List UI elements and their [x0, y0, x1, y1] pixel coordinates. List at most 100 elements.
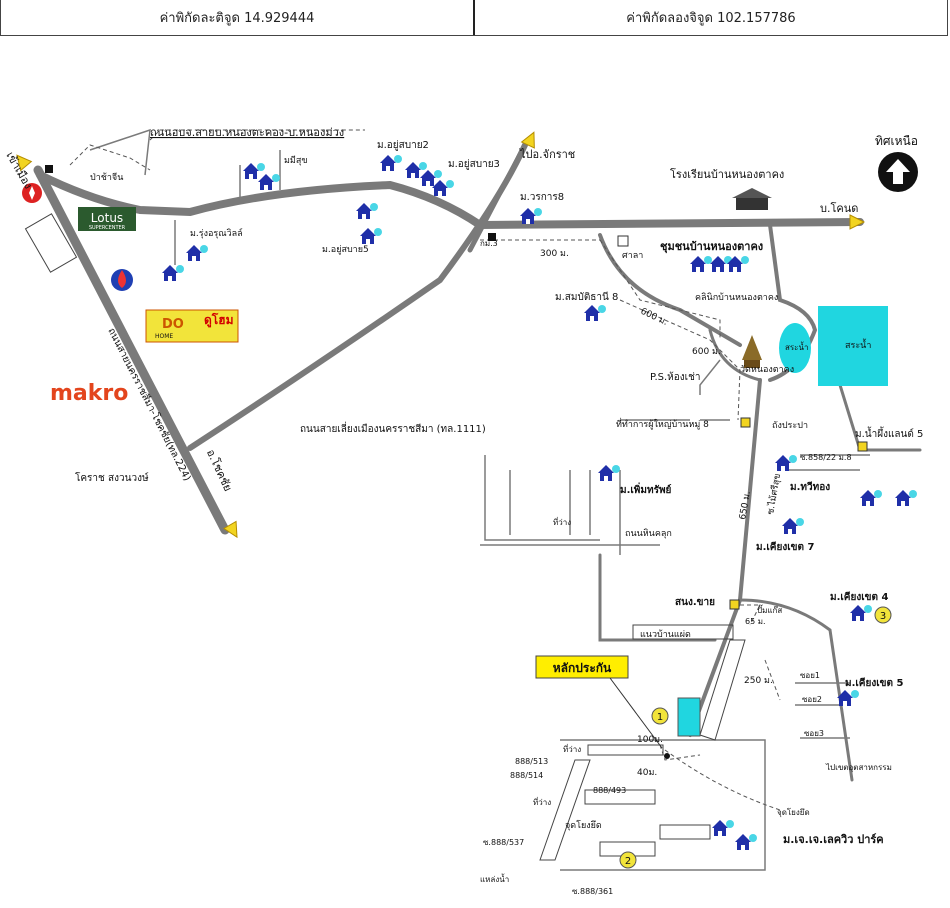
makro-logo: makro [50, 381, 128, 406]
svg-text:65 ม.: 65 ม. [745, 617, 766, 626]
svg-text:ที่ว่าง: ที่ว่าง [553, 516, 571, 527]
coordinate-header: ค่าพิกัดละติจูด 14.929444 ค่าพิกัดลองจิจ… [0, 0, 948, 36]
svg-text:1: 1 [657, 712, 663, 723]
caltex-icon [22, 183, 42, 203]
svg-text:ทิศเหนือ: ทิศเหนือ [875, 134, 918, 148]
svg-text:ม.ทวีทอง: ม.ทวีทอง [790, 481, 830, 493]
sala-icon [617, 235, 629, 247]
marker-2: 2 [619, 851, 637, 869]
svg-text:300 ม.: 300 ม. [540, 249, 569, 259]
arrow-to-khon [849, 214, 865, 230]
svg-text:ม.เคียงเขต 4: ม.เคียงเขต 4 [830, 591, 888, 603]
temple-icon [742, 335, 762, 368]
dohome-logo: DO HOME ดูโฮม [145, 309, 239, 343]
svg-text:HOME: HOME [155, 333, 173, 340]
top-road [36, 171, 864, 230]
svg-text:ถังประปา: ถังประปา [772, 421, 808, 431]
bus-stop-icons [45, 165, 496, 241]
svg-text:แหล่งน้ำ: แหล่งน้ำ [480, 873, 509, 884]
svg-text:ที่ว่าง: ที่ว่าง [533, 796, 551, 807]
svg-text:ม.น้ำผึ้งแลนด์ 5: ม.น้ำผึ้งแลนด์ 5 [855, 426, 923, 440]
svg-text:ป่าช้าจีน: ป่าช้าจีน [90, 172, 123, 183]
svg-text:ม.อยู่สบาย3: ม.อยู่สบาย3 [448, 159, 500, 170]
svg-text:มมีสุข: มมีสุข [284, 155, 308, 166]
north-arrow-icon [878, 152, 918, 192]
svg-text:ม.รุ่งอรุณวิลล์: ม.รุ่งอรุณวิลล์ [190, 227, 243, 239]
svg-text:ที่ทำการผู้ใหญ่บ้านหมู่ 8: ที่ทำการผู้ใหญ่บ้านหมู่ 8 [616, 417, 709, 430]
svg-text:888/514: 888/514 [510, 771, 543, 780]
svg-text:600 ม.: 600 ม. [692, 347, 721, 357]
road-to-chakkarat [467, 142, 528, 253]
lotus-logo: Lotus SUPERCENTER [78, 207, 136, 231]
svg-text:ปั๊มแก๊ส: ปั๊มแก๊ส [757, 604, 782, 615]
parcel-strips [24, 213, 746, 861]
svg-text:ม.อยู่สบาย2: ม.อยู่สบาย2 [377, 140, 429, 151]
svg-text:โรงเรียนบ้านหนองตาคง: โรงเรียนบ้านหนองตาคง [670, 167, 784, 181]
svg-text:3: 3 [880, 611, 886, 622]
map-labels: ทิศเหนือ ถนนอบจ.สายบ.หนองตะคอง-บ.หนองม่ว… [3, 126, 923, 896]
house-icons [162, 155, 917, 850]
svg-text:Lotus: Lotus [91, 211, 123, 225]
svg-text:คลินิกบ้านหนองตาคง: คลินิกบ้านหนองตาคง [695, 292, 778, 303]
pond-big [818, 306, 888, 386]
dashed-routes [69, 129, 781, 811]
svg-text:อ.โชคชัย: อ.โชคชัย [204, 447, 236, 493]
svg-text:250 ม.: 250 ม. [744, 676, 773, 686]
svg-text:888/493: 888/493 [593, 786, 626, 795]
svg-text:เข้าเมือง: เข้าเมือง [3, 150, 34, 192]
svg-text:ซอย3: ซอย3 [804, 729, 824, 738]
svg-text:P.S.ห้องเช่า: P.S.ห้องเช่า [650, 371, 700, 383]
svg-text:สนง.ขาย: สนง.ขาย [675, 597, 715, 608]
svg-text:DO: DO [162, 317, 184, 332]
svg-text:จุดโยงยึด: จุดโยงยึด [777, 807, 810, 817]
svg-text:ซ.888/361: ซ.888/361 [572, 887, 613, 896]
svg-text:โคราช สงวนวงษ์: โคราช สงวนวงษ์ [75, 471, 149, 484]
svg-text:ซ.888/537: ซ.888/537 [483, 838, 524, 847]
pond-lake [677, 697, 701, 737]
svg-text:จุดโยงยึด: จุดโยงยึด [565, 820, 602, 831]
svg-text:ศาลา: ศาลา [622, 251, 643, 261]
svg-text:หลักประกัน: หลักประกัน [553, 661, 612, 675]
minor-lines [89, 128, 870, 871]
svg-text:กม.3: กม.3 [480, 239, 498, 248]
svg-text:ไปเขตอุตสาหกรรม: ไปเขตอุตสาหกรรม [825, 763, 892, 772]
svg-text:100ม.: 100ม. [637, 735, 663, 745]
svg-text:สระน้ำ: สระน้ำ [785, 341, 808, 352]
svg-text:40ม.: 40ม. [637, 768, 657, 778]
svg-text:ม.วรการ8: ม.วรการ8 [520, 192, 564, 203]
svg-text:ชุมชนบ้านหนองตาคง: ชุมชนบ้านหนองตาคง [660, 240, 763, 254]
svg-text:ม.เคียงเขต 5: ม.เคียงเขต 5 [845, 677, 903, 689]
svg-text:888/513: 888/513 [515, 757, 548, 766]
svg-text:ถนนสายเลี่ยงเมืองนครราชสีมา (ท: ถนนสายเลี่ยงเมืองนครราชสีมา (ทล.1111) [300, 421, 486, 435]
svg-text:ดูโฮม: ดูโฮม [204, 312, 233, 328]
svg-text:SUPERCENTER: SUPERCENTER [89, 225, 126, 231]
svg-text:ซ.858/22 ม.8: ซ.858/22 ม.8 [800, 453, 852, 462]
guarantee-callout: หลักประกัน [535, 655, 670, 759]
marker-1: 1 [651, 707, 669, 725]
svg-text:ซ.ไม้ศรีสุข: ซ.ไม้ศรีสุข [765, 473, 783, 516]
svg-text:ม.เจ.เจ.เลควิว ปาร์ค: ม.เจ.เจ.เลควิว ปาร์ค [783, 833, 884, 846]
svg-text:ที่ว่าง: ที่ว่าง [563, 743, 581, 754]
latitude-cell: ค่าพิกัดละติจูด 14.929444 [159, 11, 315, 26]
svg-text:ม.อยู่สบาย5: ม.อยู่สบาย5 [322, 245, 369, 255]
office-markers [729, 417, 868, 610]
school-icon [732, 188, 772, 210]
marker-3: 3 [874, 606, 892, 624]
svg-text:ถนนอบจ.สายบ.หนองตะคอง-บ.หนองม่: ถนนอบจ.สายบ.หนองตะคอง-บ.หนองม่วง [150, 126, 344, 139]
svg-text:สระน้ำ: สระน้ำ [845, 338, 871, 351]
svg-text:ถนนหินคลุก: ถนนหินคลุก [625, 528, 672, 539]
gas-station-icon [111, 269, 133, 291]
svg-text:แนวบ้านแผ่ด: แนวบ้านแผ่ด [640, 629, 691, 640]
svg-text:600 ม.: 600 ม. [639, 307, 669, 328]
svg-text:ไปอ.จักราช: ไปอ.จักราช [519, 148, 575, 161]
svg-text:ม.สมบัติธานี 8: ม.สมบัติธานี 8 [555, 291, 618, 303]
svg-text:ม.เคียงเขต 7: ม.เคียงเขต 7 [756, 541, 814, 553]
longitude-cell: ค่าพิกัดลองจิจูด 102.157786 [473, 0, 947, 35]
svg-text:650 ม.: 650 ม. [738, 490, 753, 520]
svg-text:ม.เพิ่มทรัพย์: ม.เพิ่มทรัพย์ [620, 482, 672, 496]
svg-text:2: 2 [625, 856, 631, 867]
road-network [33, 142, 922, 782]
hwy-224-road [33, 165, 230, 535]
svg-text:บ.โคนด: บ.โคนด [820, 201, 858, 215]
